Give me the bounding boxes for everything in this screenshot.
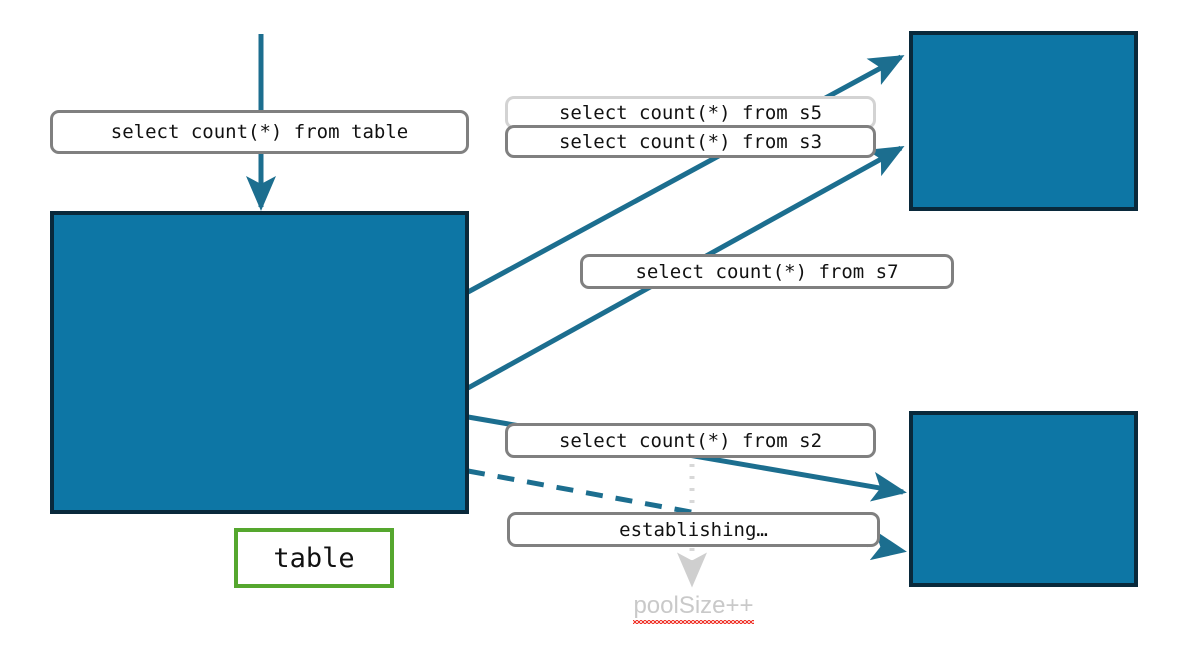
main-table-pool: table: [50, 211, 469, 588]
query-label-s7[interactable]: select count(*) from s7: [580, 254, 954, 289]
note-pool-size-text: poolSize++: [633, 592, 754, 624]
query-label-table[interactable]: select count(*) from table: [50, 110, 469, 154]
query-label-s2[interactable]: select count(*) from s2: [505, 423, 876, 458]
session-pool-bottom: s2 s6 s4: [909, 411, 1138, 587]
cell-table[interactable]: table: [234, 528, 394, 588]
status-label-establishing[interactable]: establishing…: [507, 512, 880, 547]
note-pool-size: poolSize++: [596, 592, 791, 624]
session-pool-top: s1 s3 s5 s7: [909, 31, 1138, 211]
query-label-s3[interactable]: select count(*) from s3: [505, 125, 876, 158]
